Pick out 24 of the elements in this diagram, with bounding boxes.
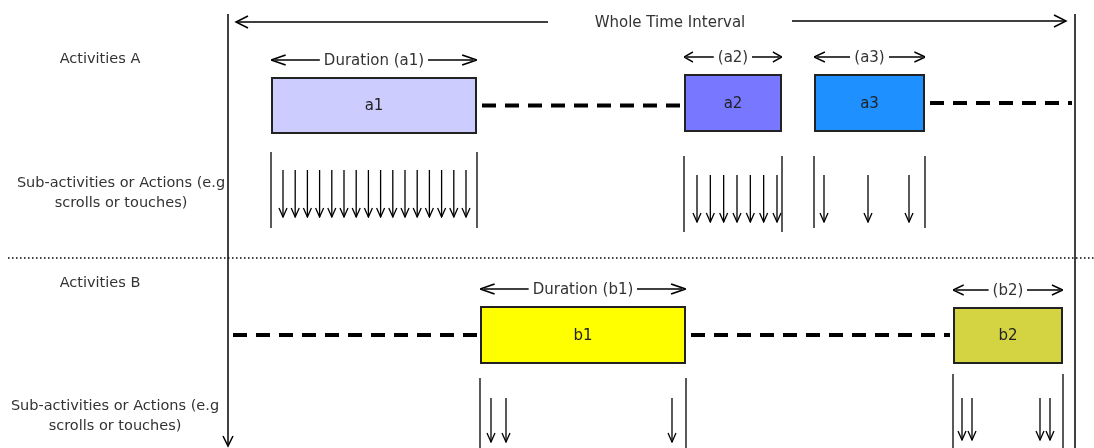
activity-label: a2 [723, 92, 743, 114]
duration-label: (a2) [717, 47, 749, 68]
dashed-connector [482, 103, 681, 108]
duration-label: (a3) [854, 47, 885, 68]
activity-label: b1 [573, 324, 593, 346]
dashed-connector [691, 333, 950, 337]
activity-label: a3 [860, 92, 879, 114]
activity-box [953, 307, 1063, 364]
activity-label: a1 [364, 95, 384, 117]
activity-label: b2 [998, 325, 1018, 347]
activity-box [814, 74, 925, 132]
duration-label: Duration (b1) [532, 279, 634, 300]
row-label: Activities B [58, 273, 142, 292]
row-label: Activities A [58, 49, 142, 68]
duration-label: (b2) [992, 280, 1024, 301]
activity-box [480, 306, 686, 364]
duration-label: Duration (a1) [323, 50, 425, 71]
dashed-connector [233, 333, 477, 337]
row-label: Sub-activities or Actions (e.g scrolls or touches) [9, 396, 221, 435]
activity-box [271, 77, 477, 134]
row-label: Sub-activities or Actions (e.g scrolls or touches) [15, 173, 227, 212]
title: Whole Time Interval [593, 12, 747, 33]
activity-box [684, 74, 782, 132]
dashed-connector [930, 101, 1072, 105]
